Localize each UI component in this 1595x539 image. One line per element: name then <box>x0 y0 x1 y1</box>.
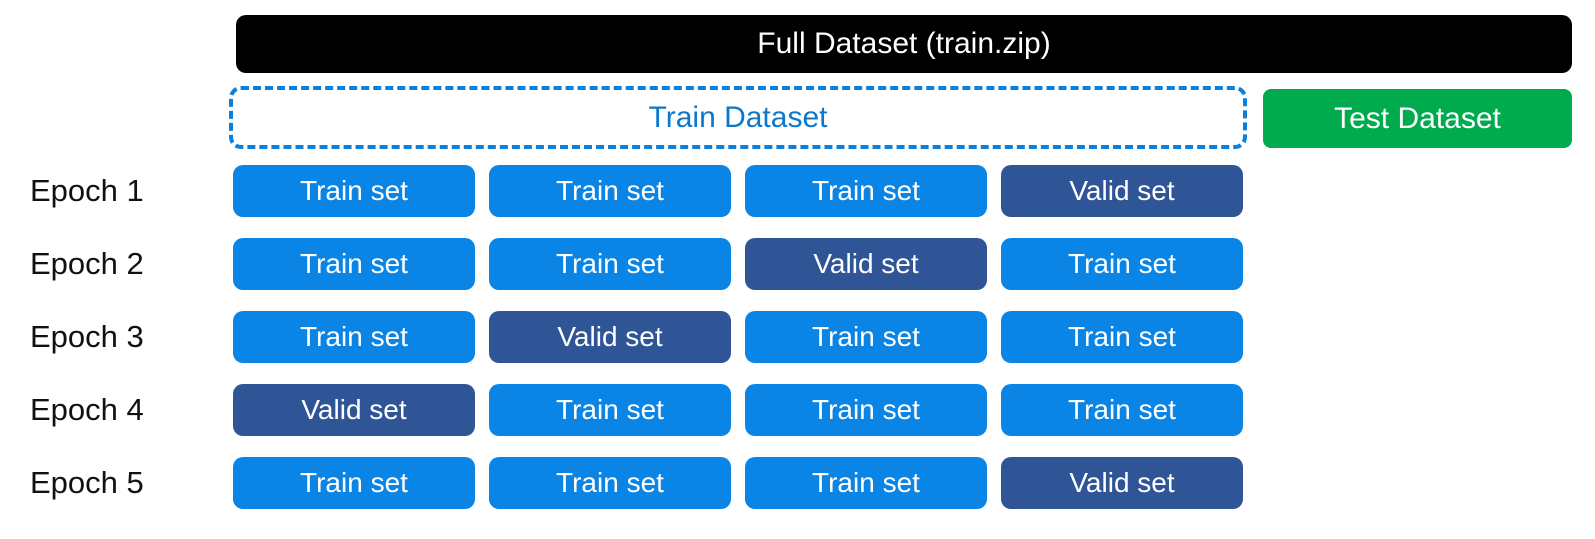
epoch-1-label: Epoch 1 <box>30 173 144 208</box>
epoch-2-fold-4: Train set <box>1001 238 1243 290</box>
train-dataset-box: Train Dataset <box>229 86 1247 149</box>
epoch-5-fold-3: Train set <box>745 457 987 509</box>
epoch-4-label: Epoch 4 <box>30 392 144 427</box>
epoch-4-fold-1: Valid set <box>233 384 475 436</box>
epoch-1-fold-4: Valid set <box>1001 165 1243 217</box>
epoch-1-fold-2: Train set <box>489 165 731 217</box>
epoch-3-fold-1: Train set <box>233 311 475 363</box>
epoch-3-label: Epoch 3 <box>30 319 144 354</box>
full-dataset-bar: Full Dataset (train.zip) <box>236 15 1572 73</box>
full-dataset-label: Full Dataset (train.zip) <box>757 27 1051 60</box>
epoch-1-fold-3: Train set <box>745 165 987 217</box>
epoch-2-fold-2: Train set <box>489 238 731 290</box>
test-dataset-label: Test Dataset <box>1334 101 1501 135</box>
epoch-3-fold-3: Train set <box>745 311 987 363</box>
epoch-2-label: Epoch 2 <box>30 246 144 281</box>
epoch-5-fold-1: Train set <box>233 457 475 509</box>
train-dataset-label: Train Dataset <box>648 100 828 134</box>
epoch-4-fold-3: Train set <box>745 384 987 436</box>
epoch-5-fold-4: Valid set <box>1001 457 1243 509</box>
epoch-3-fold-2: Valid set <box>489 311 731 363</box>
epoch-2-fold-3: Valid set <box>745 238 987 290</box>
test-dataset-box: Test Dataset <box>1263 89 1572 148</box>
epoch-fold-grid: Epoch 1 Train set Train set Train set Va… <box>30 165 1243 509</box>
epoch-3-fold-4: Train set <box>1001 311 1243 363</box>
epoch-2-fold-1: Train set <box>233 238 475 290</box>
epoch-1-fold-1: Train set <box>233 165 475 217</box>
epoch-5-label: Epoch 5 <box>30 465 144 500</box>
epoch-4-fold-4: Train set <box>1001 384 1243 436</box>
epoch-5-fold-2: Train set <box>489 457 731 509</box>
epoch-4-fold-2: Train set <box>489 384 731 436</box>
